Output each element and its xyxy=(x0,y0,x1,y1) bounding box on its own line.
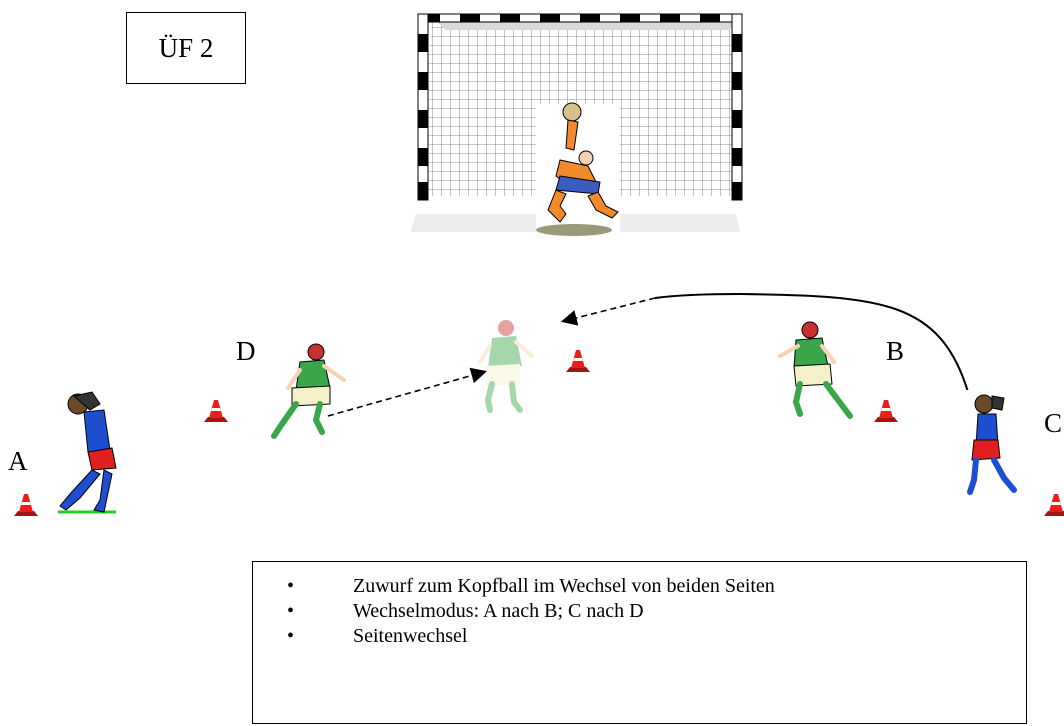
position-label-d: D xyxy=(236,336,256,366)
pass-arrows xyxy=(327,292,969,417)
cone-d xyxy=(204,400,228,422)
instruction-item: •Zuwurf zum Kopfball im Wechsel von beid… xyxy=(287,575,775,597)
position-label-c: C xyxy=(1044,408,1063,438)
cone-a xyxy=(14,494,38,516)
bullet-icon: • xyxy=(287,625,295,647)
throw-curve-c xyxy=(654,292,969,393)
cone-b xyxy=(874,400,898,422)
throw-arrow-c xyxy=(560,297,656,326)
cone-c xyxy=(1044,494,1064,516)
position-label-a: A xyxy=(8,446,28,476)
goal-left-post-stripes xyxy=(418,34,428,200)
instructions-list: •Zuwurf zum Kopfball im Wechsel von beid… xyxy=(253,562,1026,649)
position-label-b: B xyxy=(886,336,905,366)
exercise-label-box: ÜF 2 xyxy=(126,12,246,84)
instruction-item: •Wechselmodus: A nach B; C nach D xyxy=(287,600,644,622)
bullet-icon: • xyxy=(287,600,295,622)
goal-right-post-stripes xyxy=(732,34,742,200)
instruction-item: •Seitenwechsel xyxy=(287,625,468,647)
cone-center xyxy=(566,350,590,372)
instructions-box: •Zuwurf zum Kopfball im Wechsel von beid… xyxy=(252,561,1027,724)
target-player-faded xyxy=(478,320,534,413)
goal-crossbar-stripes xyxy=(420,14,720,22)
exercise-label: ÜF 2 xyxy=(158,32,214,63)
player-a xyxy=(58,391,117,514)
goalkeeper xyxy=(536,102,620,238)
player-d xyxy=(271,343,346,439)
throw-arrow-d xyxy=(327,367,488,417)
bullet-icon: • xyxy=(287,575,295,597)
player-b xyxy=(778,321,853,419)
player-c xyxy=(966,390,1022,496)
